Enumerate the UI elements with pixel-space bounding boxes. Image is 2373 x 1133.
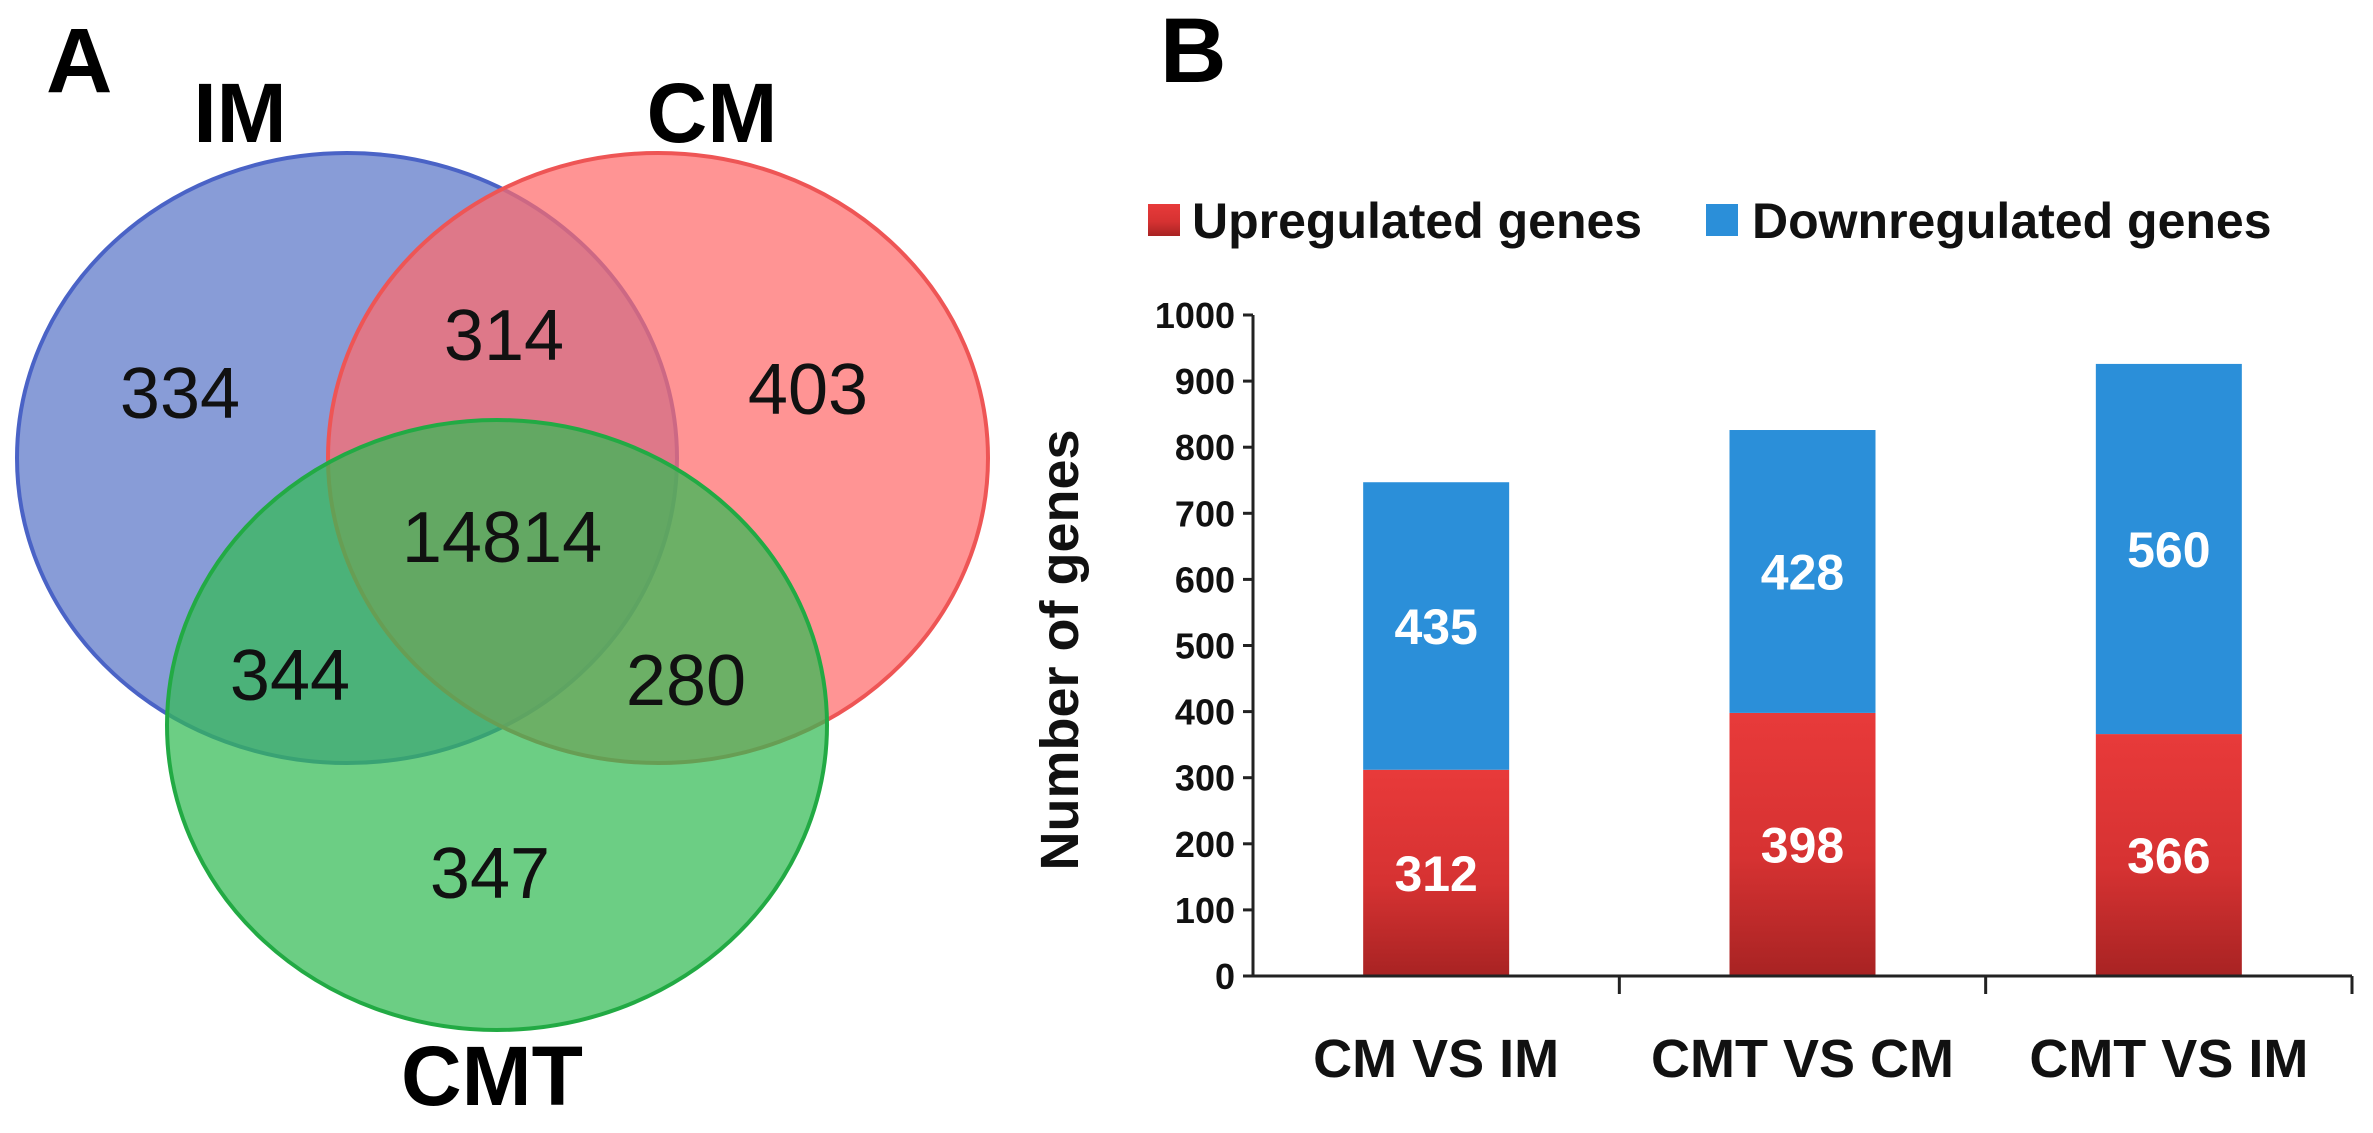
y-tick-label: 700 [1175,493,1235,534]
legend-label-upregulated: Upregulated genes [1192,193,1642,249]
bar-value-downregulated: 560 [2127,522,2210,578]
y-tick-label: 0 [1215,956,1235,997]
x-category-label: CMT VS CM [1651,1029,1954,1089]
y-axis-ticks: 0 100 200 300 400 500 600 700 800 900 1000 [1155,295,1255,997]
bar-value-upregulated: 366 [2127,828,2210,884]
venn-label-cm: CM [647,66,778,160]
bar-upregulated [2095,734,2242,976]
x-axis: CM VS IM CMT VS CM CMT VS IM [1253,974,2354,1089]
bars: 312 435 398 428 366 560 [1363,363,2242,976]
venn-count-cm-cmt: 280 [626,641,746,721]
y-tick-label: 900 [1175,361,1235,402]
bar-downregulated [2095,363,2242,735]
bar-downregulated [1363,482,1510,770]
venn-circle-cmt [165,418,829,1032]
y-tick-label: 800 [1175,427,1235,468]
legend-swatch-downregulated [1706,204,1738,236]
venn-panel: A IM CM CMT 334 314 403 14814 344 280 34… [15,10,990,1123]
y-tick-label: 300 [1175,758,1235,799]
x-category-label: CM VS IM [1313,1029,1559,1089]
bar-value-downregulated: 435 [1394,599,1477,655]
bar-value-upregulated: 312 [1394,846,1477,902]
y-tick-label: 400 [1175,692,1235,733]
y-tick-label: 200 [1175,824,1235,865]
panel-letter-b: B [1160,0,1226,102]
y-tick-label: 100 [1175,890,1235,931]
y-tick-label: 1000 [1155,295,1235,336]
bar-upregulated [1729,712,1876,976]
y-tick-label: 600 [1175,559,1235,600]
venn-count-im-only: 334 [120,354,240,434]
y-tick-label: 500 [1175,626,1235,667]
venn-label-cmt: CMT [401,1029,583,1123]
bar-value-upregulated: 398 [1761,817,1844,873]
legend-label-downregulated: Downregulated genes [1752,193,2272,249]
venn-count-cmt-only: 347 [430,834,550,914]
venn-count-im-cm: 314 [444,296,564,376]
panel-letter-a: A [46,10,112,112]
venn-count-im-cmt: 344 [230,636,350,716]
x-category-label: CMT VS IM [2029,1029,2308,1089]
bar-value-downregulated: 428 [1761,544,1844,600]
y-axis-title: Number of genes [1030,429,1090,870]
venn-label-im: IM [193,66,286,160]
bar-downregulated [1729,430,1876,713]
venn-count-cm-only: 403 [748,350,868,430]
venn-count-all-three: 14814 [402,498,602,578]
chart-legend: Upregulated genes Downregulated genes [1148,193,2272,249]
bar-chart-panel: B Upregulated genes Downregulated genes … [1030,0,2354,1089]
bar-upregulated [1363,769,1510,976]
legend-swatch-upregulated [1148,204,1180,236]
